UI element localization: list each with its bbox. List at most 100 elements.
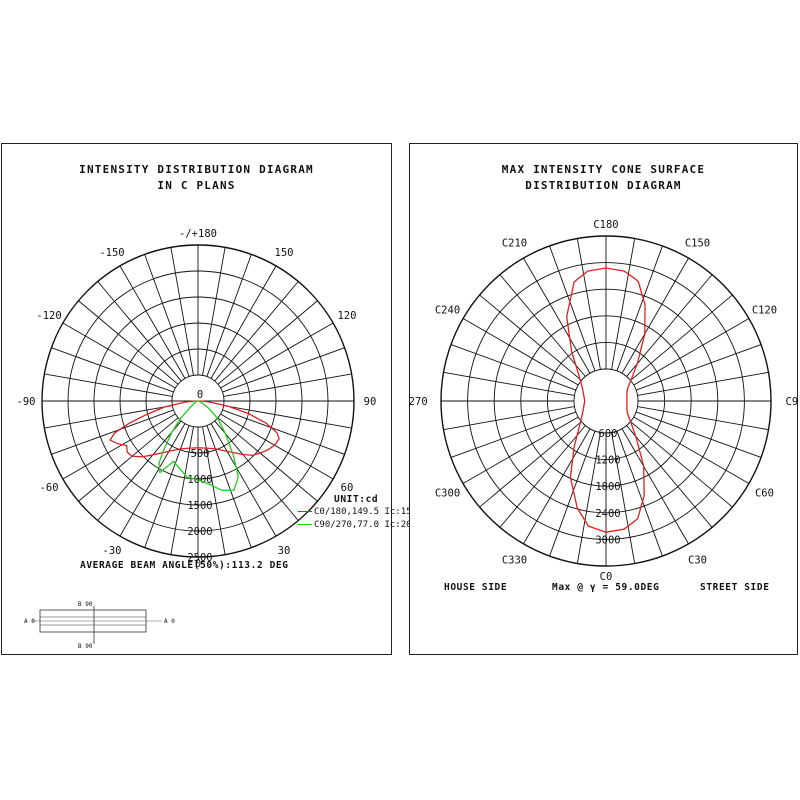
left-spoke-200 — [144, 254, 190, 377]
intensity-distribution-panel: INTENSITY DISTRIBUTION DIAGRAM IN C PLAN… — [1, 143, 422, 655]
right-title-line1: MAX INTENSITY CONE SURFACE — [501, 163, 706, 176]
right-spoke-20 — [616, 430, 663, 557]
left-angle-label-30: 30 — [278, 545, 291, 557]
left-radial-label-500: 500 — [191, 448, 210, 460]
house-side-label: HOUSE SIDE — [444, 582, 508, 593]
right-radial-label-2400: 2400 — [595, 508, 620, 520]
left-spoke-210 — [119, 265, 186, 379]
left-spoke-160 — [206, 254, 252, 377]
street-side-label: STREET SIDE — [700, 582, 770, 593]
right-angle-label-c210: C210 — [502, 238, 527, 250]
left-spoke-190 — [170, 247, 194, 376]
left-radial-label-1500: 1500 — [187, 500, 212, 512]
right-spoke-190 — [576, 238, 601, 370]
left-spoke-300 — [62, 413, 176, 480]
right-spoke-80 — [637, 406, 769, 431]
legend-item-c0-180: C0/180,149.5 Ic:1563 — [298, 507, 422, 517]
right-angle-label-c120: C120 — [752, 305, 777, 317]
left-angle-label-120: -120 — [36, 310, 61, 322]
left-radial-label-2000: 2000 — [187, 526, 212, 538]
left-spoke-260 — [44, 373, 173, 397]
right-spoke-170 — [611, 238, 636, 370]
right-spoke-100 — [637, 371, 769, 396]
right-spoke-150 — [621, 257, 689, 374]
left-spoke-290 — [51, 409, 174, 455]
left-angle-label-90: 90 — [364, 396, 377, 408]
left-spoke-100 — [223, 373, 352, 397]
right-spoke-260 — [443, 371, 575, 396]
right-spoke-230 — [479, 294, 582, 381]
left-curve-green — [158, 400, 239, 492]
right-spoke-160 — [616, 245, 663, 372]
left-spoke-230 — [78, 300, 179, 385]
right-spoke-340 — [549, 430, 596, 557]
right-spoke-300 — [462, 416, 579, 484]
right-angle-label-c60: C60 — [755, 488, 774, 500]
right-spoke-240 — [462, 318, 579, 386]
right-angle-label-c90: C90 — [786, 396, 799, 408]
right-polar-diagram: C180C150C120C90C60C30C0C330C300C270C240C… — [410, 219, 799, 583]
right-ring-0 — [573, 368, 639, 434]
left-spoke-310 — [78, 417, 179, 502]
left-curve-red — [109, 400, 280, 458]
right-spoke-310 — [479, 421, 582, 508]
legend-item-c90-270: C90/270,77.0 Ic:2090 — [298, 520, 422, 530]
left-spoke-70 — [222, 409, 345, 455]
left-radial-label-0: 0 — [197, 389, 203, 401]
left-spoke-60 — [220, 413, 334, 480]
left-spoke-140 — [214, 281, 299, 382]
right-spoke-60 — [633, 416, 750, 484]
right-spoke-10 — [611, 432, 636, 564]
legend-c0-180-text: C0/180,149.5 Ic:1563 — [314, 507, 423, 517]
legend-c90-270-text: C90/270,77.0 Ic:2090 — [314, 520, 423, 530]
right-radial-label-3000: 3000 — [595, 534, 620, 546]
left-angle-label-120: 120 — [337, 310, 356, 322]
left-spoke-130 — [217, 300, 318, 385]
left-spoke-320 — [97, 420, 182, 521]
left-angle-label-30: -30 — [103, 545, 122, 557]
left-angle-label-180: -/+180 — [179, 228, 217, 240]
left-spoke-170 — [202, 247, 226, 376]
right-spoke-290 — [450, 411, 577, 458]
cone-surface-panel: MAX INTENSITY CONE SURFACE DISTRIBUTION … — [409, 143, 799, 655]
left-spoke-80 — [223, 405, 352, 429]
left-spoke-340 — [144, 425, 190, 548]
left-spoke-150 — [210, 265, 277, 379]
left-angle-label-0: 0 — [195, 558, 201, 570]
right-spoke-140 — [626, 274, 713, 377]
left-angle-label-150: 150 — [275, 247, 294, 259]
left-spoke-120 — [220, 322, 334, 389]
right-angle-label-c180: C180 — [593, 219, 618, 231]
left-spoke-30 — [210, 423, 277, 537]
right-radial-label-1800: 1800 — [595, 481, 620, 493]
left-spoke-40 — [214, 420, 299, 521]
right-spoke-280 — [443, 406, 575, 431]
right-spoke-120 — [633, 318, 750, 386]
left-spoke-250 — [51, 347, 174, 393]
legend-red-swatch — [298, 511, 312, 512]
max-intensity-label: Max @ γ = 59.0DEG — [552, 582, 660, 593]
right-radial-label-600: 600 — [599, 428, 618, 440]
right-angle-label-c0: C0 — [600, 571, 613, 583]
right-spoke-70 — [635, 411, 762, 458]
left-title-line1: INTENSITY DISTRIBUTION DIAGRAM — [79, 163, 314, 176]
right-spoke-200 — [549, 245, 596, 372]
right-spoke-210 — [523, 257, 591, 374]
left-angle-label-60: -60 — [40, 482, 59, 494]
left-spoke-110 — [222, 347, 345, 393]
right-spoke-30 — [621, 428, 689, 545]
unit-label: UNIT:cd — [334, 494, 379, 505]
left-spoke-240 — [62, 322, 176, 389]
right-angle-label-c330: C330 — [502, 554, 527, 566]
right-angle-label-c270: C270 — [410, 396, 428, 408]
right-radial-label-1200: 1200 — [595, 455, 620, 467]
right-spoke-250 — [450, 344, 577, 391]
left-spoke-20 — [206, 425, 252, 548]
right-title-line2: DISTRIBUTION DIAGRAM — [525, 179, 682, 192]
right-spoke-50 — [630, 421, 733, 508]
right-angle-label-c30: C30 — [688, 554, 707, 566]
left-angle-label-60: 60 — [341, 482, 354, 494]
right-spoke-320 — [499, 425, 586, 528]
left-angle-label-150: -150 — [99, 247, 124, 259]
